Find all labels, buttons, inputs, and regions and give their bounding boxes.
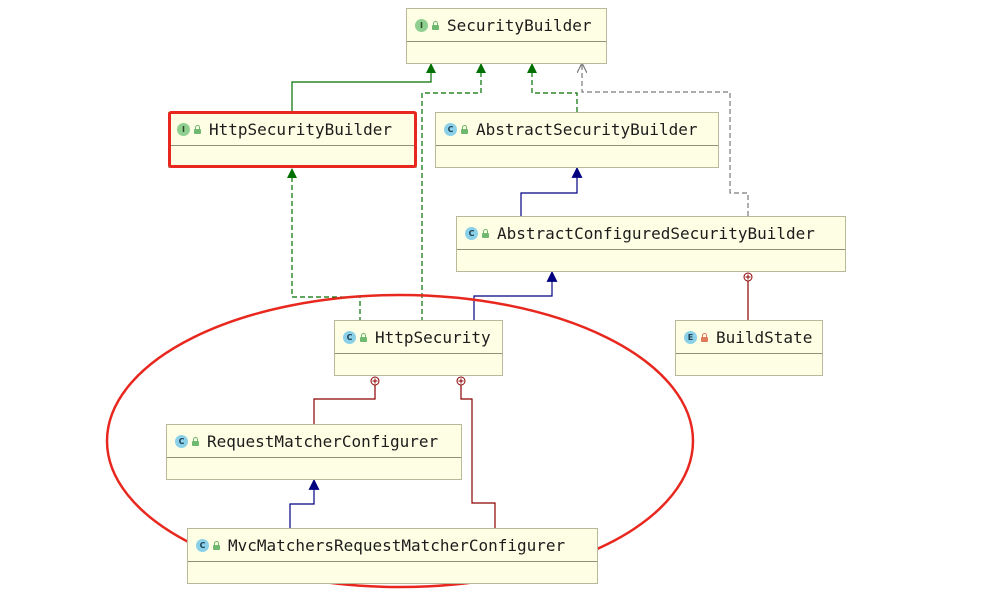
node-title: BuildState: [716, 327, 813, 347]
node-title: SecurityBuilder: [447, 15, 592, 35]
inner-class-marker: [370, 376, 380, 386]
node-body: [436, 146, 718, 167]
edge-mvcmatchers-inner-of-httpsecurity: [460, 385, 496, 528]
class-icon: C: [196, 538, 209, 552]
node-request-matcher-configurer[interactable]: C RequestMatcherConfigurer: [166, 424, 462, 480]
public-lock-icon: [212, 540, 221, 550]
node-title: MvcMatchersRequestMatcherConfigurer: [228, 535, 566, 555]
node-body: [676, 354, 822, 375]
node-body: [335, 354, 502, 375]
enum-icon: E: [684, 330, 697, 344]
class-icon: C: [343, 330, 356, 344]
node-build-state[interactable]: E BuildState: [675, 320, 823, 376]
public-lock-icon: [191, 436, 200, 446]
edge-httpsecurity-extends-abstractconfigured: [473, 270, 558, 320]
node-body: [457, 250, 845, 271]
node-title: RequestMatcherConfigurer: [207, 431, 439, 451]
abstract-class-icon: C: [465, 226, 478, 240]
node-title: AbstractConfiguredSecurityBuilder: [497, 223, 815, 243]
node-security-builder[interactable]: I SecurityBuilder: [406, 8, 607, 64]
node-body: [167, 458, 461, 479]
inner-class-marker: [743, 272, 753, 282]
public-lock-icon: [481, 228, 490, 238]
node-abstract-configured-security-builder[interactable]: C AbstractConfiguredSecurityBuilder: [456, 216, 846, 272]
node-body: [188, 562, 597, 583]
edge-httpsecuritybuilder-extends-securitybuilder: [291, 63, 436, 112]
node-http-security[interactable]: C HttpSecurity: [334, 320, 503, 376]
node-body: [407, 42, 606, 63]
public-lock-icon: [431, 20, 440, 30]
edge-httpsecurity-implements-securitybuilder: [421, 63, 486, 322]
public-lock-icon: [193, 124, 202, 134]
interface-icon: I: [415, 18, 428, 32]
edge-abstractconfigured-extends-abstractsecuritybuilder: [520, 166, 583, 216]
node-title: HttpSecurityBuilder: [209, 119, 393, 139]
node-title: AbstractSecurityBuilder: [476, 119, 698, 139]
class-icon: C: [175, 434, 188, 448]
node-mvc-matchers-request-matcher-configurer[interactable]: C MvcMatchersRequestMatcherConfigurer: [187, 528, 598, 584]
highlight-ellipse: [105, 293, 695, 589]
abstract-class-icon: C: [444, 122, 457, 136]
edge-httpsecurity-implements-httpsecuritybuilder: [287, 168, 361, 322]
edge-mvcmatchers-extends-requestmatcherconfigurer: [289, 478, 320, 528]
public-lock-icon: [460, 124, 469, 134]
node-title: HttpSecurity: [375, 327, 491, 347]
edge-requestmatcherconfigurer-inner-of-httpsecurity: [313, 385, 376, 424]
edge-abstractconfiguredsecuritybuilder-depends-securitybuilder: [582, 64, 749, 216]
private-lock-icon: [700, 332, 709, 342]
node-abstract-security-builder[interactable]: C AbstractSecurityBuilder: [435, 112, 719, 168]
inner-class-marker: [456, 376, 466, 386]
interface-icon: I: [177, 122, 190, 136]
public-lock-icon: [359, 332, 368, 342]
edge-abstractsecuritybuilder-implements-securitybuilder: [527, 63, 578, 112]
highlight-box: [168, 111, 417, 168]
